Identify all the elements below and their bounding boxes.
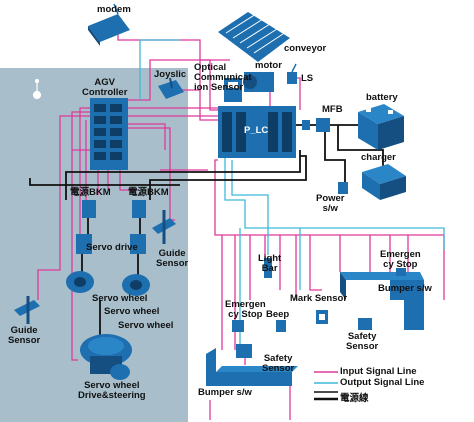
legend-label-input: Input Signal Line <box>340 366 417 377</box>
label-conveyor: conveyor <box>284 43 327 54</box>
label-ls: LS <box>301 73 314 84</box>
label-modem: modem <box>97 4 131 15</box>
bumper-left-device <box>206 348 298 386</box>
emergency-stop-mid-device <box>232 320 244 332</box>
power-switch-device <box>338 182 348 194</box>
label-servo-wheel-1: Servo wheel <box>92 293 148 304</box>
agv-controller-device <box>90 98 128 170</box>
battery-device <box>358 104 404 150</box>
legend-label-output: Output Signal Line <box>340 377 425 388</box>
bkm-right-device <box>132 200 146 218</box>
emergency-stop-right-device <box>396 268 406 276</box>
guide-sensor-right-device <box>152 210 176 244</box>
label-plc: P_LC <box>244 125 269 136</box>
motor-device <box>243 72 274 92</box>
label-servo-drive: Servo drive <box>86 242 138 253</box>
label-bkm-right: 電源BKM <box>128 187 169 198</box>
mfb-device <box>302 118 330 132</box>
info-tab <box>2 70 20 104</box>
optical-sensor-device <box>224 78 242 102</box>
label-beep: Beep <box>266 309 290 320</box>
power-lines <box>29 124 384 340</box>
bkm-left-device <box>82 200 96 218</box>
legend-label-power: 電源線 <box>340 393 369 404</box>
safety-sensor-mid-device <box>236 344 252 358</box>
joystick-device <box>158 77 184 99</box>
conveyor-device <box>218 12 290 62</box>
label-emergency-stop-mid: Emergen cy Stop <box>225 299 266 320</box>
servo-wheel-1-device <box>66 271 94 293</box>
label-servo-drive-steering: Servo wheel Drive&steering <box>78 380 146 401</box>
limit-switch-device <box>287 63 297 84</box>
safety-sensor-right-device <box>358 318 372 330</box>
label-agv-controller: AGV Controller <box>82 77 128 98</box>
servo-drive-left-device <box>76 234 92 254</box>
label-safety-sensor-right: Safety Sensor <box>346 331 379 352</box>
charger-device <box>362 164 406 200</box>
label-light-bar: Light Bar <box>258 253 282 274</box>
label-power-sw: Power s/w <box>316 193 345 214</box>
label-safety-sensor-mid: Safety Sensor <box>262 353 295 374</box>
servo-drive-steering-device <box>80 334 132 380</box>
mark-sensor-device <box>316 310 328 324</box>
label-motor: motor <box>255 60 282 71</box>
servo-wheel-2-device <box>122 274 150 296</box>
label-bumper-right: Bumper s/w <box>378 283 432 294</box>
label-emergency-stop-right: Emergen cy Stop <box>380 249 421 270</box>
label-battery: battery <box>366 92 398 103</box>
label-bumper-left: Bumper s/w <box>198 387 252 398</box>
label-charger: charger <box>361 152 396 163</box>
label-optical-sensor: Optical Communicat ion Sensor <box>194 62 252 93</box>
light-bar-device <box>264 258 272 278</box>
beep-device <box>276 320 286 332</box>
guide-sensor-left-device <box>14 296 40 324</box>
legend-lines <box>314 371 338 401</box>
info-icon <box>32 78 42 100</box>
label-guide-sensor-right: Guide Sensor <box>156 248 189 269</box>
label-bkm-left: 電源BKM <box>70 187 111 198</box>
label-joystick: Joyslic <box>154 69 187 80</box>
label-mfb: MFB <box>322 104 343 115</box>
servo-drive-right-device <box>130 234 146 254</box>
plc-device <box>218 106 296 158</box>
label-servo-wheel-3: Servo wheel <box>118 320 174 331</box>
modem-device <box>88 3 130 46</box>
bumper-right-device <box>340 272 424 330</box>
label-mark-sensor: Mark Sensor <box>290 293 348 304</box>
label-guide-sensor-left: Guide Sensor <box>8 325 41 346</box>
label-servo-wheel-2: Servo wheel <box>104 306 160 317</box>
